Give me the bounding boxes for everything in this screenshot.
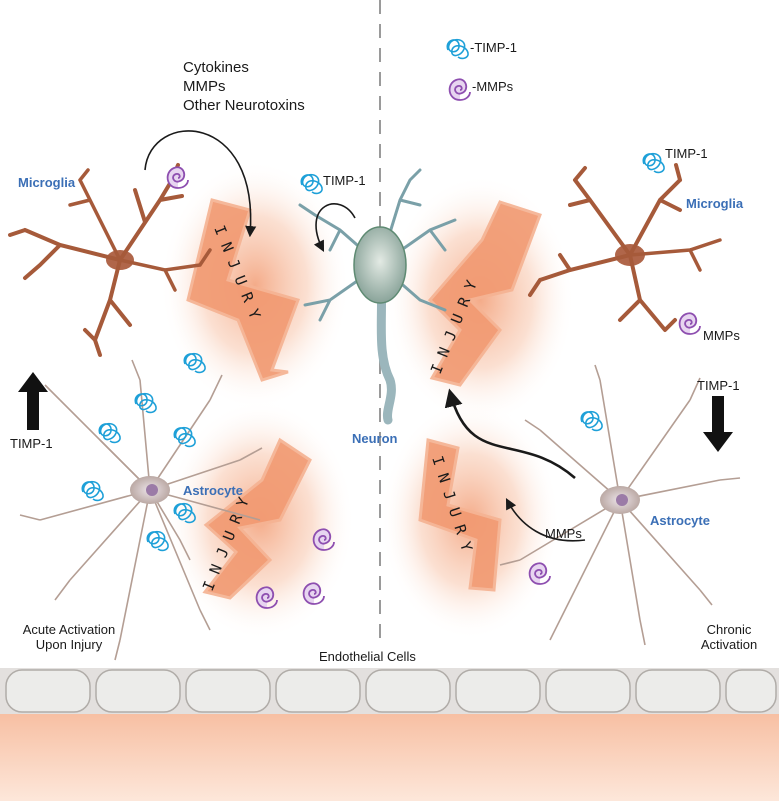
toxins-to-neuron-arrow [144,130,257,238]
timp-left-arrow-label: TIMP-1 [10,436,53,451]
astrocyte-right-label: Astrocyte [650,513,710,528]
neuron-label: Neuron [352,431,398,446]
astrocyte-left-cell [19,359,263,661]
astrocyte-to-neuron-arrow [444,388,576,479]
mmps-right-microglia-label: MMPs [703,328,740,343]
arrow-down-icon [703,396,733,452]
timp-to-neuron-arrow [313,203,356,252]
timp-right-microglia-label: TIMP-1 [665,146,708,161]
legend-timp-label: -TIMP-1 [470,40,517,55]
microglia-right-label: Microglia [686,196,744,211]
endothelial-layer [0,668,779,801]
astrocyte-left-label: Astrocyte [183,483,243,498]
acute-line-1: Acute Activation [22,622,116,637]
arrow-up-icon [18,372,48,430]
legend-mmps-label: -MMPs [472,79,514,94]
mmps-to-injury-arrow [505,498,586,542]
timp-right-arrow-label: TIMP-1 [697,378,740,393]
other-neurotoxins-label: Other Neurotoxins [183,97,305,114]
mmps-astrocyte-right-label: MMPs [545,526,582,541]
microglia-left-label: Microglia [18,175,76,190]
acute-activation-label: Acute Activation Upon Injury [10,622,128,652]
chronic-activation-label: Chronic Activation [684,622,774,652]
chronic-line-2: Activation [700,637,758,652]
cytokines-label: Cytokines [183,59,249,76]
timp-neuron-label: TIMP-1 [323,173,366,188]
astrocyte-right-cell [499,364,741,646]
chronic-line-1: Chronic [706,622,752,637]
neuron-cell [298,168,457,425]
microglia-left-cell [8,163,212,357]
mmps-top-label: MMPs [183,78,226,95]
microglia-right-cell [528,163,722,332]
endothelial-cells-label: Endothelial Cells [319,649,416,664]
acute-line-2: Upon Injury [35,637,103,652]
